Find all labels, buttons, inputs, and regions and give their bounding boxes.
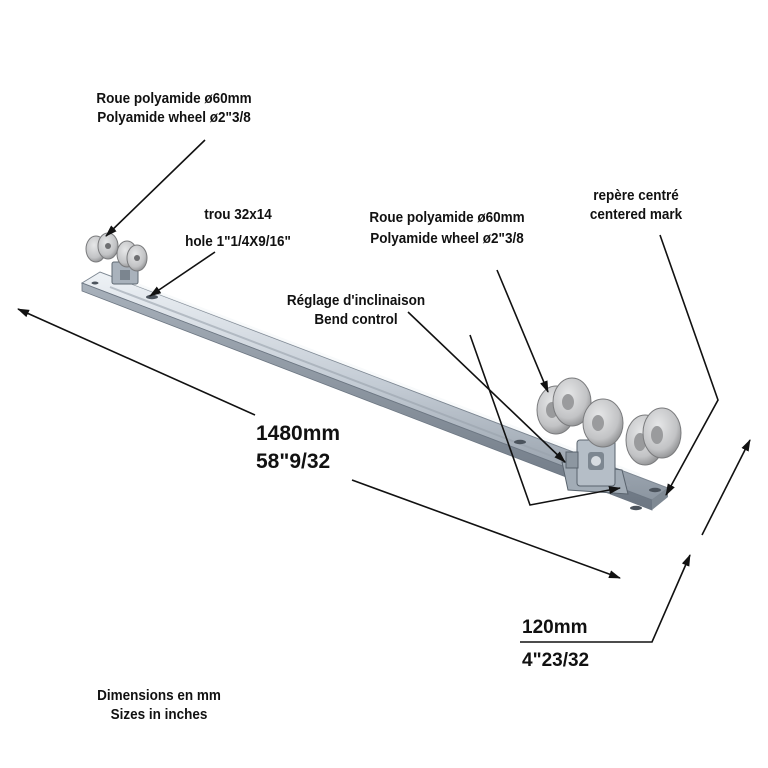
leader-bend-2 [469,334,621,506]
label-center-mark: repère centré centered mark [584,186,688,224]
left-carriage [85,232,148,285]
length-inch: 58"9/32 [256,450,331,473]
leader-left-wheel [105,139,206,237]
left-wheel-fr: Roue polyamide ø60mm [96,90,252,107]
label-hole: trou 32x14 hole 1"1/4X9/16" [175,205,301,251]
hole-right-slot [514,439,526,445]
bend-control-fr: Réglage d'inclinaison [286,292,426,309]
rail-holes [91,281,661,511]
dim-length-left [17,308,256,416]
hole-left-end [91,281,99,285]
leader-center-mark [659,234,719,496]
right-wheel-fr: Roue polyamide ø60mm [369,209,525,226]
center-mark-fr: repère centré [593,187,679,204]
bend-control-en: Bend control [314,311,398,328]
label-left-wheel: Roue polyamide ø60mm Polyamide wheel ø2"… [91,89,257,127]
length-mm: 1480mm [256,422,341,445]
label-units-note: Dimensions en mm Sizes in inches [75,686,242,724]
leader-hole [149,251,216,297]
hole-center-mark [649,487,661,493]
hole-fr: trou 32x14 [204,206,272,223]
dim-length-right [351,479,621,579]
label-length: 1480mm 58"9/32 [256,420,340,476]
hole-right-end [630,505,642,511]
dimension-lines [17,308,751,643]
left-wheel-en: Polyamide wheel ø2"3/8 [97,109,251,126]
label-right-wheel: Roue polyamide ø60mm Polyamide wheel ø2"… [362,208,533,248]
units-note-fr: Dimensions en mm [97,687,221,704]
right-carriage [536,377,682,495]
dim-width-top [701,439,751,536]
center-mark-en: centered mark [589,206,683,223]
width-inch: 4"23/32 [522,650,590,671]
label-width: 120mm 4"23/32 [522,614,589,674]
dim-width-bottom [520,554,691,643]
leader-right-wheel [496,269,549,393]
units-note-en: Sizes in inches [110,706,208,723]
right-wheel-en: Polyamide wheel ø2"3/8 [370,230,524,247]
leader-bend-1 [407,311,566,463]
leader-lines [105,139,719,506]
width-mm: 120mm [522,617,588,638]
label-bend-control: Réglage d'inclinaison Bend control [279,291,434,329]
hole-en: hole 1"1/4X9/16" [185,233,291,250]
